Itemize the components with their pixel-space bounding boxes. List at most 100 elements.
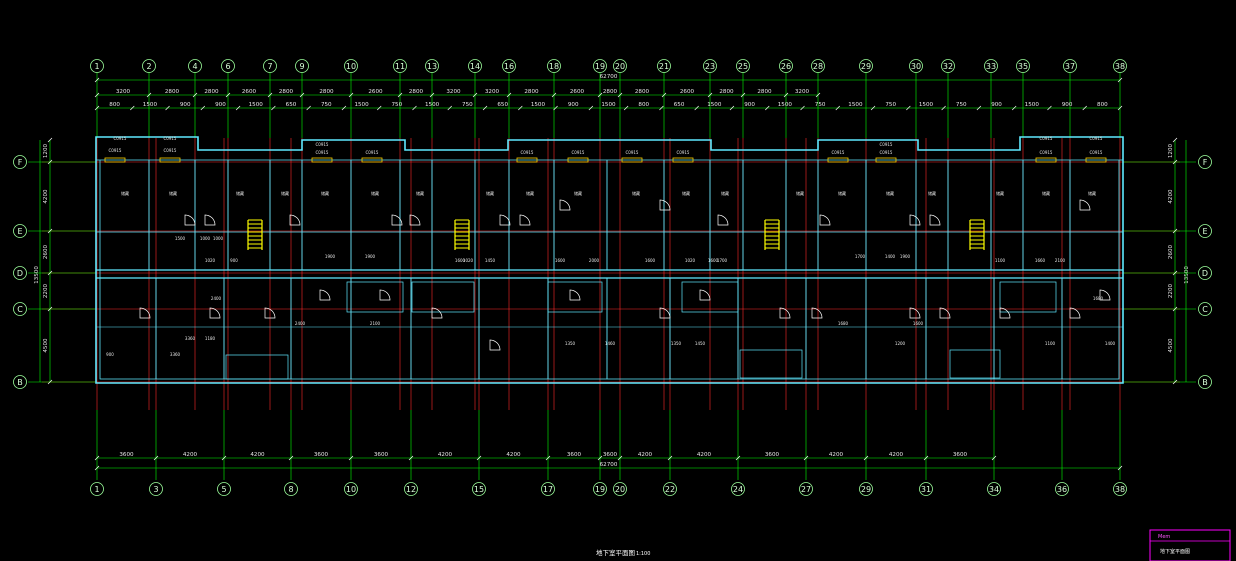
room-label: 储藏 bbox=[796, 190, 804, 196]
small-room bbox=[681, 281, 739, 313]
dimension-tick bbox=[764, 105, 770, 111]
axis-bubble-label: 12 bbox=[406, 485, 416, 494]
dimension-label: 4200 bbox=[43, 189, 49, 204]
axis-bubble-circle bbox=[1063, 59, 1077, 73]
axis-bubble-circle bbox=[811, 59, 825, 73]
dimension-tick bbox=[729, 105, 735, 111]
axis-bubble: 22 bbox=[663, 482, 677, 496]
small-room bbox=[999, 281, 1057, 313]
axis-bubble: D bbox=[13, 266, 27, 280]
window bbox=[159, 157, 181, 163]
axis-bubble-circle bbox=[468, 59, 482, 73]
axis-bubble: B bbox=[13, 375, 27, 389]
axis-bubble-circle bbox=[1198, 302, 1212, 316]
dimension-tick bbox=[1117, 77, 1123, 83]
axis-bubble: 35 bbox=[1016, 59, 1030, 73]
dimension-tick bbox=[923, 455, 929, 461]
axis-bubble: 28 bbox=[811, 59, 825, 73]
dimension-label: 3600 bbox=[765, 452, 780, 458]
axis-bubble-label: 31 bbox=[921, 485, 931, 494]
interior-dimension: 1020 bbox=[463, 258, 474, 263]
axis-bubble-circle bbox=[593, 59, 607, 73]
dimension-tick bbox=[1172, 159, 1178, 165]
door-swing bbox=[929, 214, 941, 226]
door-swing bbox=[1069, 307, 1081, 319]
dimension-tick bbox=[783, 92, 789, 98]
axis-bubble-circle bbox=[663, 482, 677, 496]
axis-bubble-circle bbox=[1016, 59, 1030, 73]
axis-bubble-label: 1 bbox=[94, 485, 99, 494]
dimension-label: 900 bbox=[1062, 102, 1073, 108]
dimension-tick bbox=[1082, 105, 1087, 111]
window bbox=[311, 157, 333, 163]
axis-bubble: 6 bbox=[221, 59, 235, 73]
room-label: 储藏 bbox=[682, 190, 690, 196]
interior-dimension: 1020 bbox=[685, 258, 696, 263]
dimension-tick bbox=[408, 455, 414, 461]
room-label: 储藏 bbox=[838, 190, 846, 196]
axis-bubble-label: 19 bbox=[595, 62, 605, 71]
interior-dimension: 1020 bbox=[205, 258, 216, 263]
door-swing bbox=[819, 214, 831, 226]
dimension-label: 4200 bbox=[829, 452, 844, 458]
door-swing bbox=[939, 307, 951, 319]
axis-bubble-label: 13 bbox=[427, 62, 437, 71]
exterior-wall bbox=[95, 136, 1124, 384]
room-label: 储藏 bbox=[281, 190, 289, 196]
axis-bubble-circle bbox=[657, 59, 671, 73]
axis-bubble: 19 bbox=[593, 59, 607, 73]
axis-bubble-label: 30 bbox=[911, 62, 921, 71]
dimension-label: 1500 bbox=[143, 102, 158, 108]
dimension-label: 62700 bbox=[600, 462, 618, 468]
dimension-label: 900 bbox=[991, 102, 1002, 108]
dimension-label: 2600 bbox=[570, 89, 585, 95]
axis-bubble-label: 16 bbox=[504, 62, 514, 71]
window bbox=[875, 157, 897, 163]
dimension-tick bbox=[659, 105, 664, 111]
axis-bubble-circle bbox=[1055, 482, 1069, 496]
dimension-label: 4200 bbox=[638, 452, 653, 458]
axis-bubble-circle bbox=[736, 59, 750, 73]
dimension-label: 2800 bbox=[524, 89, 539, 95]
axis-bubble-circle bbox=[779, 59, 793, 73]
dimension-label: 650 bbox=[497, 102, 508, 108]
dimension-label: 3600 bbox=[603, 452, 618, 458]
window-tag: C0915 bbox=[164, 136, 177, 141]
axis-bubble: E bbox=[13, 224, 27, 238]
axis-bubble-circle bbox=[593, 482, 607, 496]
building-walls bbox=[95, 136, 1124, 384]
axis-bubble: 36 bbox=[1055, 482, 1069, 496]
dimension-tick bbox=[1117, 105, 1123, 111]
title-block-frame bbox=[1149, 529, 1231, 561]
small-room bbox=[225, 354, 289, 380]
dimension-label: 2600 bbox=[368, 89, 383, 95]
dimension-tick bbox=[735, 455, 741, 461]
door-swing bbox=[699, 289, 711, 301]
window-tag: C0915 bbox=[626, 150, 639, 155]
interior-dimension: 1200 bbox=[895, 341, 906, 346]
stair bbox=[764, 219, 780, 250]
dimension-tick bbox=[47, 137, 53, 143]
axis-bubble-label: 14 bbox=[470, 62, 480, 71]
window-tag: C0915 bbox=[316, 150, 329, 155]
dimension-label: 2800 bbox=[603, 89, 618, 95]
interior-dimension: 1600 bbox=[645, 258, 656, 263]
dimension-tick bbox=[707, 92, 713, 98]
interior-dimension: 1100 bbox=[995, 258, 1006, 263]
dimension-tick bbox=[288, 455, 294, 461]
interior-dimension: 1180 bbox=[205, 336, 216, 341]
axis-bubble-label: 11 bbox=[395, 62, 405, 71]
axis-bubble: 37 bbox=[1063, 59, 1077, 73]
window-tag: C0915 bbox=[880, 142, 893, 147]
interior-dimension: 1600 bbox=[913, 321, 924, 326]
axis-bubble-circle bbox=[909, 59, 923, 73]
dimension-label: 2600 bbox=[43, 244, 49, 259]
dimension-tick bbox=[667, 455, 673, 461]
axis-bubble-circle bbox=[703, 59, 717, 73]
axis-bubble-label: 23 bbox=[705, 62, 715, 71]
axis-bubble: C bbox=[1198, 302, 1212, 316]
axis-bubble: 33 bbox=[984, 59, 998, 73]
axis-bubble-circle bbox=[13, 224, 27, 238]
dimension-tick bbox=[348, 92, 354, 98]
